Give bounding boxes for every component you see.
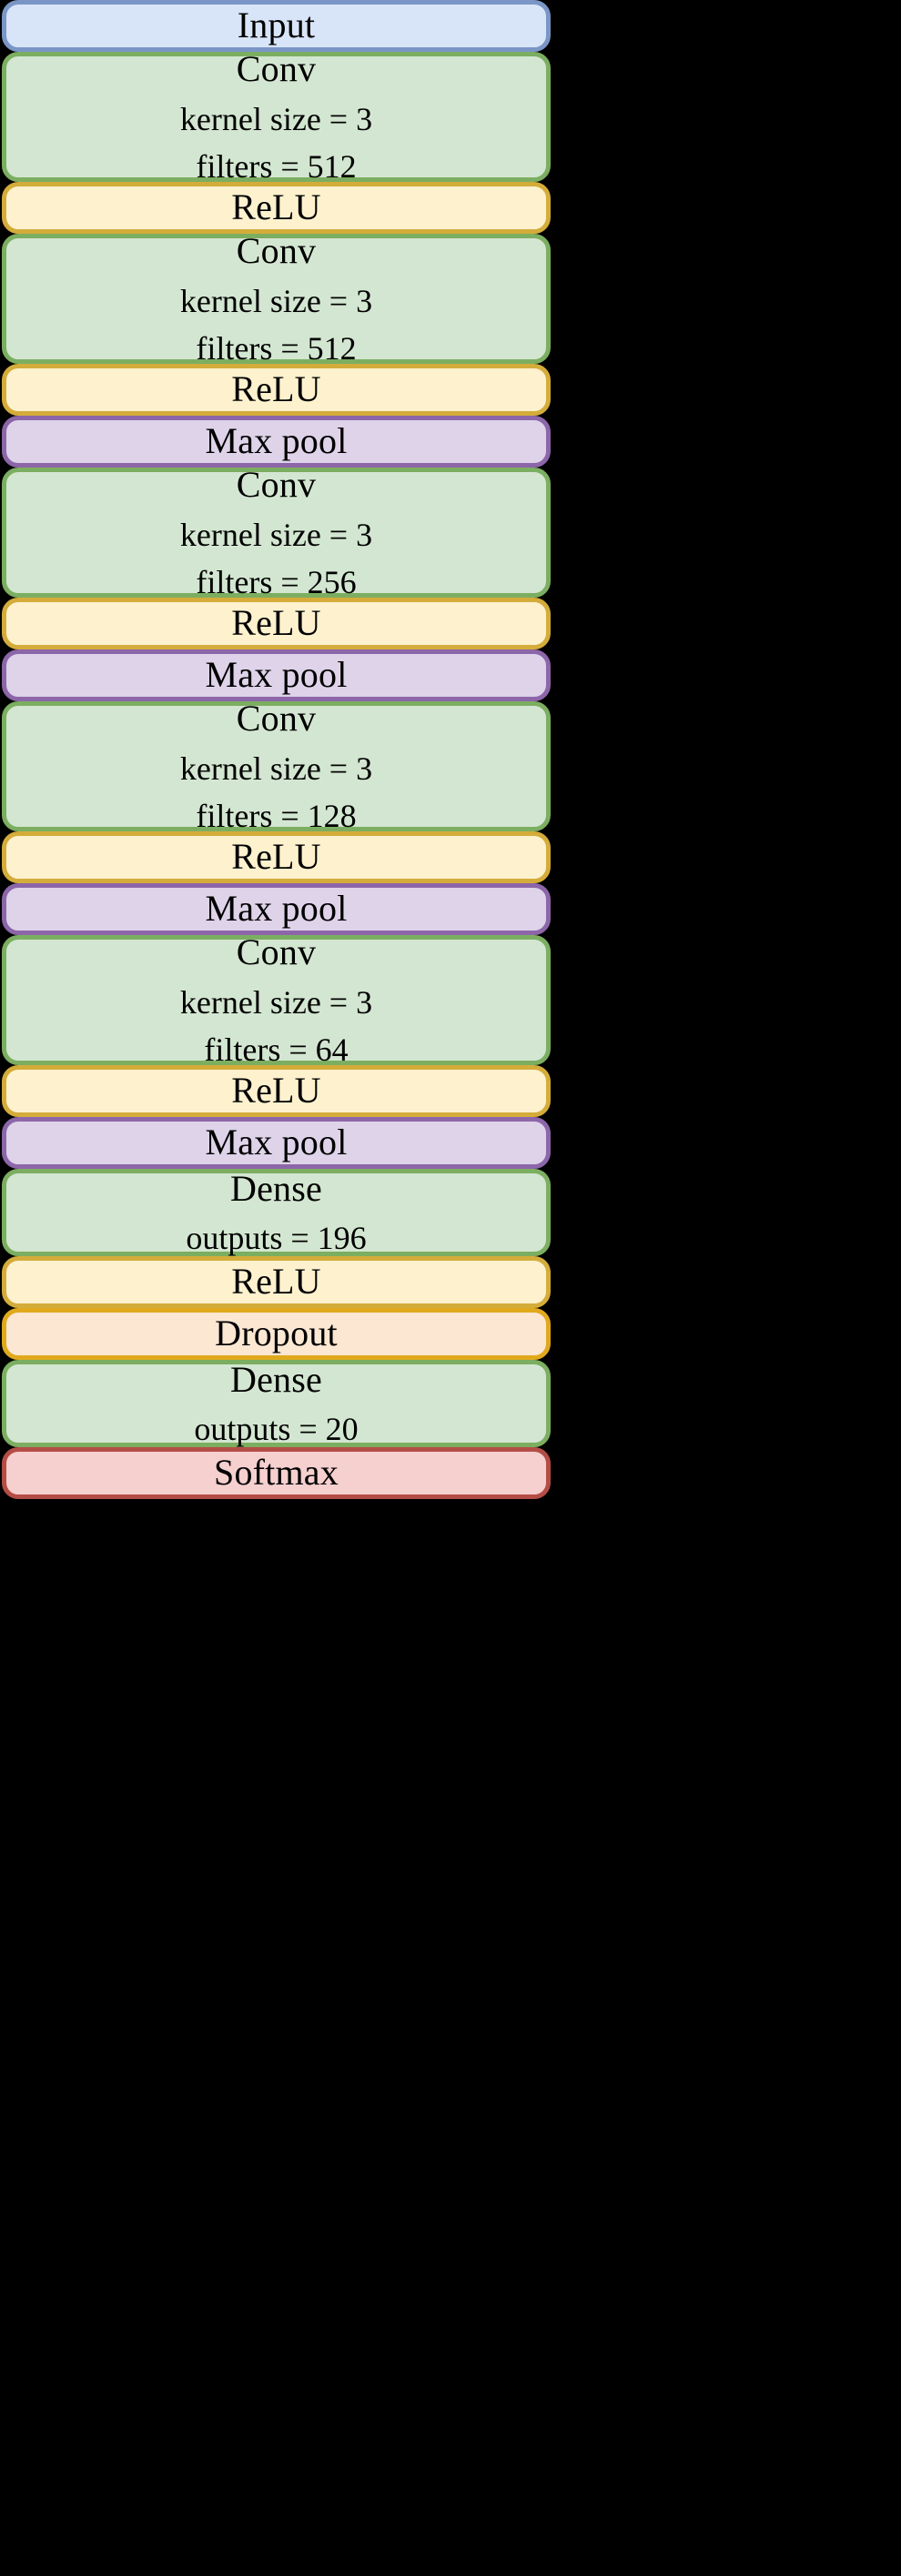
layer-param: filters = 512	[196, 329, 357, 367]
layer-box-conv-12[interactable]: Conv kernel size = 3 filters = 64	[2, 931, 551, 1068]
layer-title: ReLU	[231, 1261, 321, 1303]
layer-title: Input	[237, 5, 316, 46]
layer-title: Max pool	[205, 1122, 348, 1163]
layer-title: Dense	[230, 1358, 322, 1400]
layer-title: ReLU	[231, 368, 321, 410]
layer-box-conv-3[interactable]: Conv kernel size = 3 filters = 512	[2, 230, 551, 367]
layer-title: Conv	[236, 48, 317, 90]
layer-box-dropout-17[interactable]: Dropout	[2, 1308, 551, 1360]
layer-box-pool-5[interactable]: Max pool	[2, 416, 551, 468]
layer-box-conv-1[interactable]: Conv kernel size = 3 filters = 512	[2, 48, 551, 185]
layer-box-pool-8[interactable]: Max pool	[2, 649, 551, 701]
layer-box-relu-10[interactable]: ReLU	[2, 831, 551, 883]
layer-title: Max pool	[205, 888, 348, 930]
layer-box-pool-14[interactable]: Max pool	[2, 1117, 551, 1169]
layer-title: Dense	[230, 1167, 322, 1209]
layer-param: kernel size = 3	[179, 100, 373, 137]
layer-param: kernel size = 3	[179, 983, 373, 1021]
layer-title: Conv	[236, 230, 317, 272]
layer-param: filters = 512	[196, 147, 357, 185]
layer-box-pool-11[interactable]: Max pool	[2, 883, 551, 935]
layer-title: Dropout	[215, 1313, 338, 1354]
layer-title: Conv	[236, 464, 317, 506]
layer-title: Softmax	[214, 1452, 339, 1494]
layer-box-conv-6[interactable]: Conv kernel size = 3 filters = 256	[2, 464, 551, 600]
layer-title: ReLU	[231, 836, 321, 878]
layer-box-dense-18[interactable]: Dense outputs = 20	[2, 1360, 551, 1447]
layer-param: outputs = 20	[194, 1411, 359, 1448]
layer-param: kernel size = 3	[179, 750, 373, 787]
layer-title: Conv	[236, 698, 317, 740]
layer-param: filters = 128	[196, 797, 357, 834]
layer-box-relu-2[interactable]: ReLU	[2, 182, 551, 234]
layer-box-relu-13[interactable]: ReLU	[2, 1065, 551, 1117]
layer-box-softmax-19[interactable]: Softmax	[2, 1447, 551, 1499]
layer-param: kernel size = 3	[179, 516, 373, 553]
layer-title: Max pool	[205, 420, 348, 462]
layer-param: outputs = 196	[186, 1220, 367, 1257]
layer-title: ReLU	[231, 1070, 321, 1112]
layer-box-input-0[interactable]: Input	[2, 0, 551, 52]
layer-title: ReLU	[231, 186, 321, 228]
layer-box-relu-16[interactable]: ReLU	[2, 1256, 551, 1308]
layer-box-relu-4[interactable]: ReLU	[2, 364, 551, 416]
layer-box-dense-15[interactable]: Dense outputs = 196	[2, 1169, 551, 1256]
layer-box-conv-9[interactable]: Conv kernel size = 3 filters = 128	[2, 698, 551, 834]
layer-box-relu-7[interactable]: ReLU	[2, 598, 551, 649]
layer-param: filters = 64	[204, 1031, 349, 1068]
layer-param: filters = 256	[196, 563, 357, 600]
layer-title: Conv	[236, 931, 317, 973]
layer-title: Max pool	[205, 654, 348, 696]
layer-title: ReLU	[231, 602, 321, 644]
layer-param: kernel size = 3	[179, 282, 373, 319]
